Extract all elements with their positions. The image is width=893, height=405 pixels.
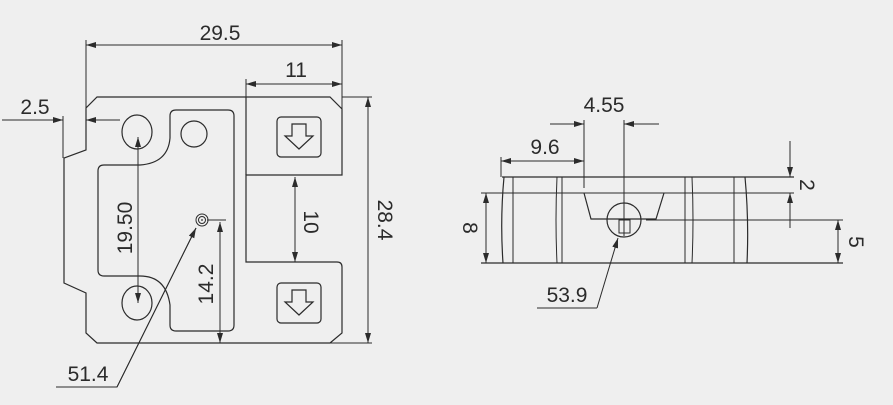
dim-overall-height: 28.4: [373, 200, 396, 241]
small-hole-center: [201, 219, 203, 221]
lower-slot: [121, 285, 153, 321]
dim-center-offset: 4.55: [584, 94, 625, 117]
side-view: 9.6 4.55 2 5 8 53.9: [458, 94, 867, 309]
dim-hole-height: 5: [844, 236, 867, 248]
front-outline: [63, 96, 343, 344]
dim-gap: 10: [299, 210, 322, 233]
front-view: 29.5 11 2.5 28.4 19.50 14.2 10 51.4: [2, 22, 396, 388]
side-outline: [501, 176, 505, 264]
dim-total-height: 8: [458, 222, 481, 234]
dim-offset-left: 9.6: [530, 136, 559, 159]
small-hole-inner: [198, 216, 206, 224]
dim-top-step: 2: [795, 179, 818, 191]
dim-slot-spacing: 19.50: [114, 202, 137, 255]
round-hole: [180, 120, 208, 148]
dim-right-section-width: 11: [285, 59, 307, 82]
dim-leader-callout: 53.9: [547, 284, 588, 307]
down-arrow-icon: [276, 116, 322, 158]
dim-left-offset: 2.5: [20, 96, 49, 119]
down-arrow-icon: [276, 282, 322, 324]
dim-overall-width: 29.5: [200, 22, 241, 45]
upper-slot: [121, 114, 153, 150]
dim-hole-height: 14.2: [195, 264, 218, 305]
dim-leader-callout: 51.4: [68, 363, 109, 386]
